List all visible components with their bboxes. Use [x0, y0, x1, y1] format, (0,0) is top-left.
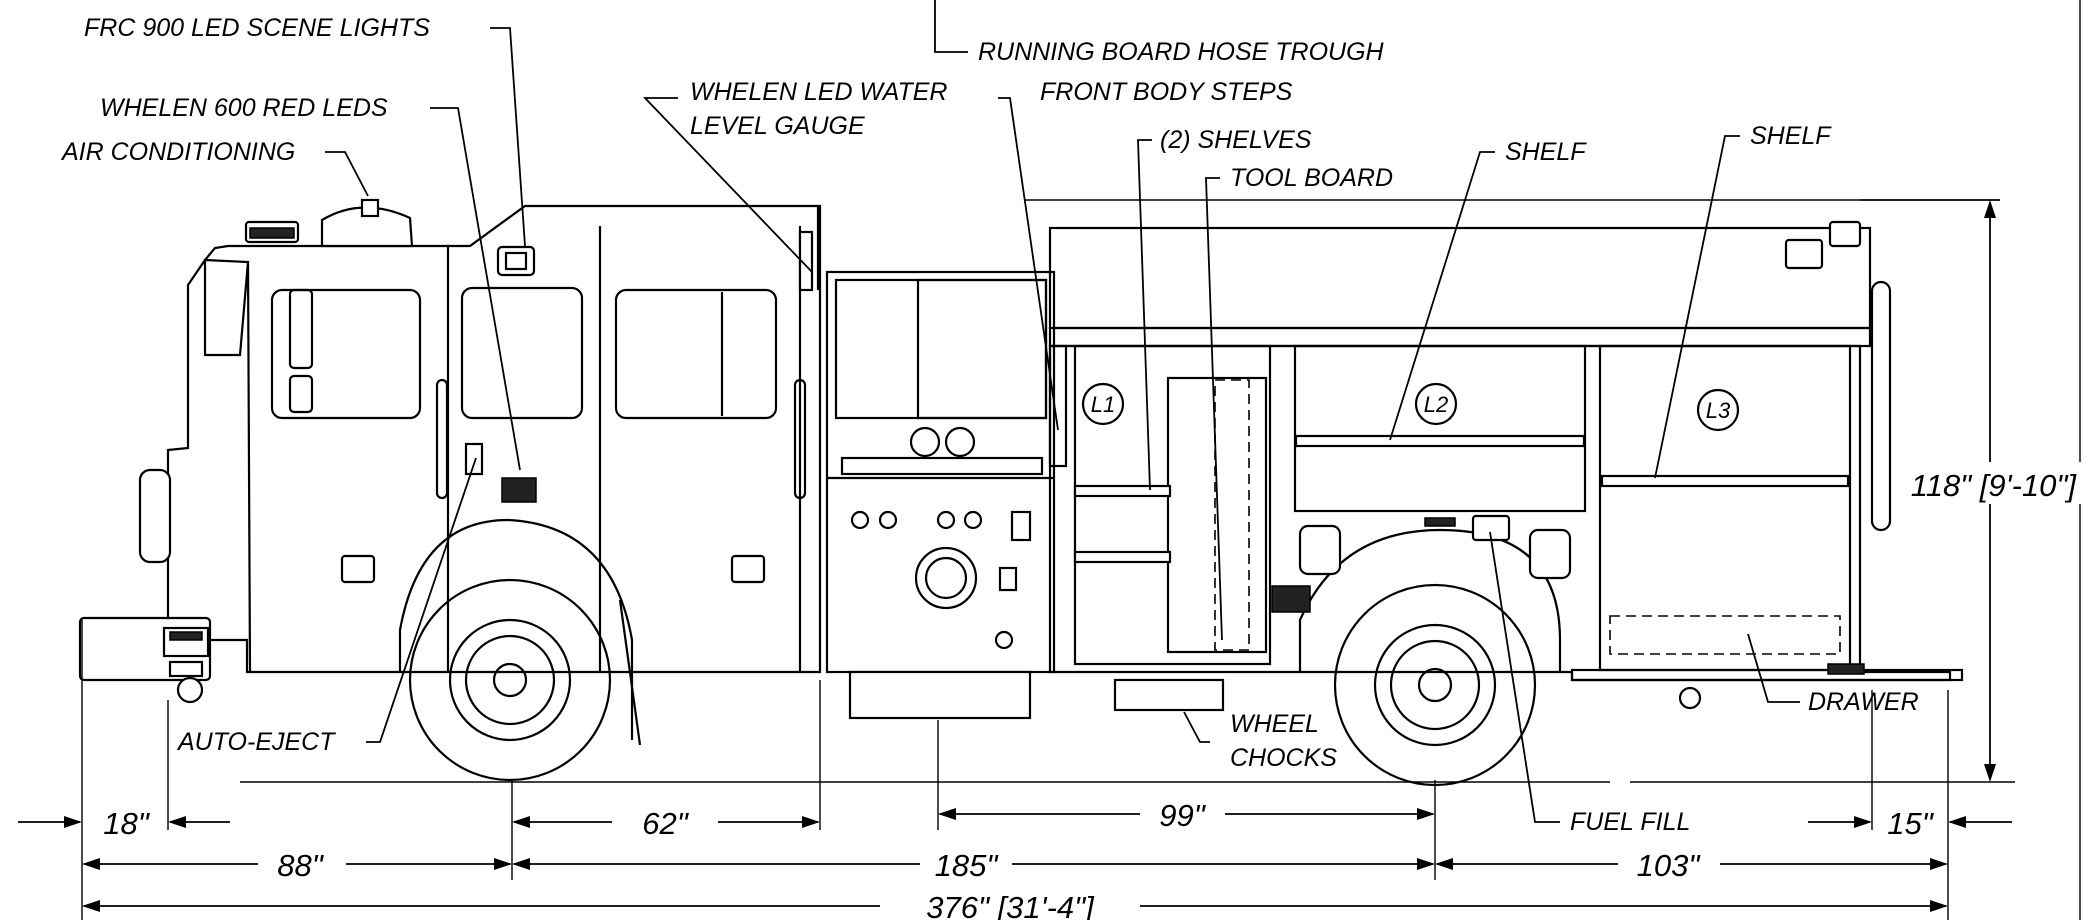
- dim-cab-to-axle: 62": [642, 806, 689, 841]
- body: [1048, 220, 1964, 712]
- dim-pump-to-axle: 99": [1159, 798, 1206, 833]
- callout-water-level-gauge-line1: WHELEN LED WATER: [690, 78, 947, 106]
- callout-front-body-steps: FRONT BODY STEPS: [1040, 78, 1293, 106]
- callout-frc-scene-lights: FRC 900 LED SCENE LIGHTS: [84, 14, 430, 42]
- compartment-l3: L3: [1706, 398, 1731, 423]
- compartment-markers: L1 L2 L3: [1081, 382, 1740, 432]
- callout-fuel-fill: FUEL FILL: [1570, 808, 1690, 836]
- callouts: FRC 900 LED SCENE LIGHTS RUNNING BOARD H…: [60, 14, 1919, 836]
- callout-auto-eject: AUTO-EJECT: [176, 728, 336, 756]
- callout-air-conditioning: AIR CONDITIONING: [60, 138, 295, 166]
- compartment-l1: L1: [1091, 392, 1115, 417]
- callout-shelf-middle: SHELF: [1505, 138, 1587, 166]
- callout-leaders: [325, 0, 1800, 823]
- front-wheel: [408, 578, 612, 782]
- callout-tool-board: TOOL BOARD: [1230, 164, 1393, 192]
- dim-bumper-to-front-axle: 88": [277, 848, 324, 883]
- dim-overall-length: 376" [31'-4"]: [926, 890, 1095, 920]
- cab: [78, 198, 822, 746]
- callout-shelf-right: SHELF: [1750, 122, 1832, 150]
- callout-wheel-chocks-line2: CHOCKS: [1230, 744, 1337, 772]
- callout-whelen-red-leds: WHELEN 600 RED LEDS: [100, 94, 388, 122]
- callout-two-shelves: (2) SHELVES: [1160, 126, 1312, 154]
- callout-wheel-chocks-line1: WHEEL: [1230, 710, 1319, 738]
- reference-lines: [240, 0, 2081, 920]
- callout-drawer: DRAWER: [1808, 688, 1919, 716]
- rear-wheel: [1333, 583, 1537, 787]
- compartment-l2: L2: [1424, 392, 1448, 417]
- dim-overall-height: 118" [9'-10"]: [1911, 468, 2078, 503]
- dim-front-overhang: 18": [103, 806, 150, 841]
- pump-panel: [798, 206, 1056, 720]
- dim-rear-axle-to-end: 103": [1637, 848, 1702, 883]
- dim-wheelbase: 185": [935, 848, 1000, 883]
- dim-rear-overhang: 15": [1887, 806, 1934, 841]
- dimension-lines: 118" [9'-10"] 18" 62" 99" 15": [18, 199, 2085, 920]
- callout-water-level-gauge-line2: LEVEL GAUGE: [690, 112, 865, 140]
- callout-running-board-hose-trough: RUNNING BOARD HOSE TROUGH: [978, 38, 1385, 66]
